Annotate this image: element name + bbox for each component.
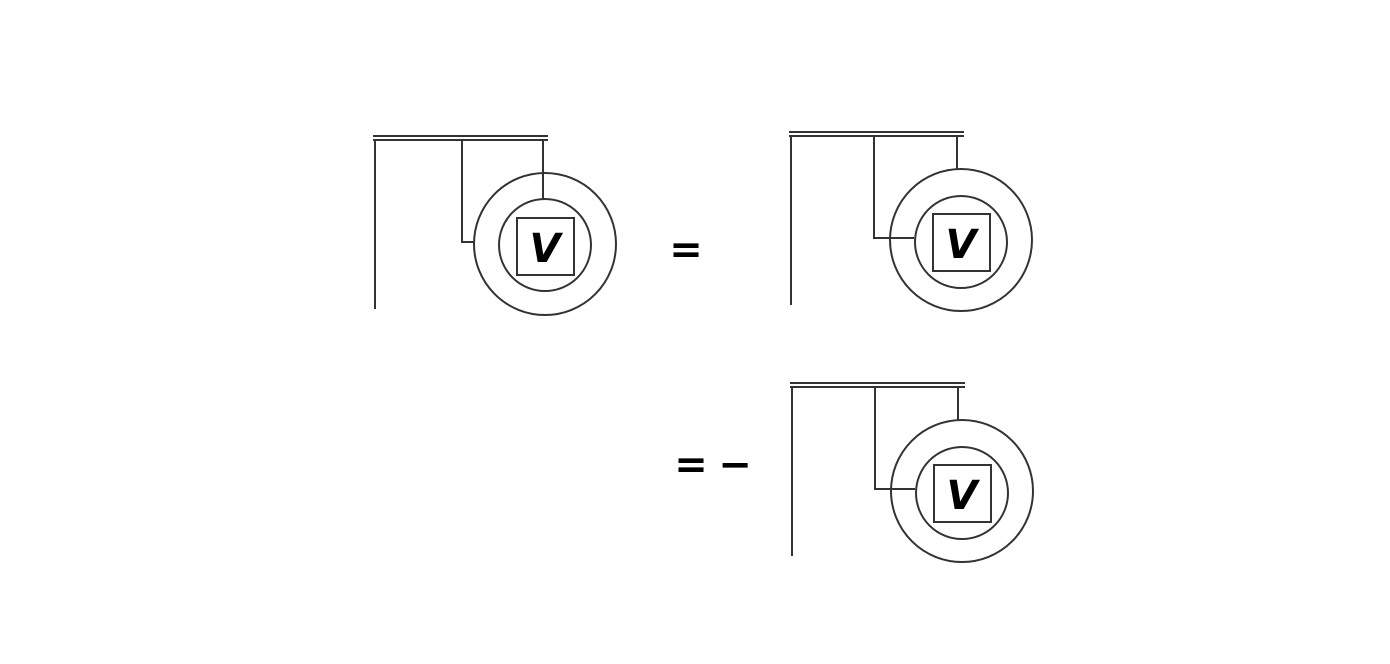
- inner-leg: [874, 387, 915, 490]
- inner-leg: [461, 140, 474, 243]
- equals-sign-2: =: [674, 442, 708, 488]
- inner-leg: [873, 136, 914, 239]
- v-box: [516, 217, 575, 276]
- diagram-term-3: V: [790, 382, 1034, 563]
- v-label: V: [947, 473, 981, 519]
- v-box: [933, 464, 992, 523]
- inner-ring: [914, 195, 1008, 289]
- equals-sign-1: =: [669, 227, 703, 273]
- v-label: V: [530, 226, 564, 272]
- inner-ring: [915, 446, 1009, 540]
- diagram-term-2: V: [789, 131, 1033, 312]
- v-label: V: [946, 222, 980, 268]
- outer-ring: [890, 419, 1034, 563]
- outer-ring: [889, 168, 1033, 312]
- inner-ring: [498, 198, 592, 292]
- minus-sign: −: [718, 442, 752, 488]
- outer-ring: [473, 172, 617, 316]
- diagram-term-1: V: [373, 135, 617, 316]
- v-box: [932, 213, 991, 272]
